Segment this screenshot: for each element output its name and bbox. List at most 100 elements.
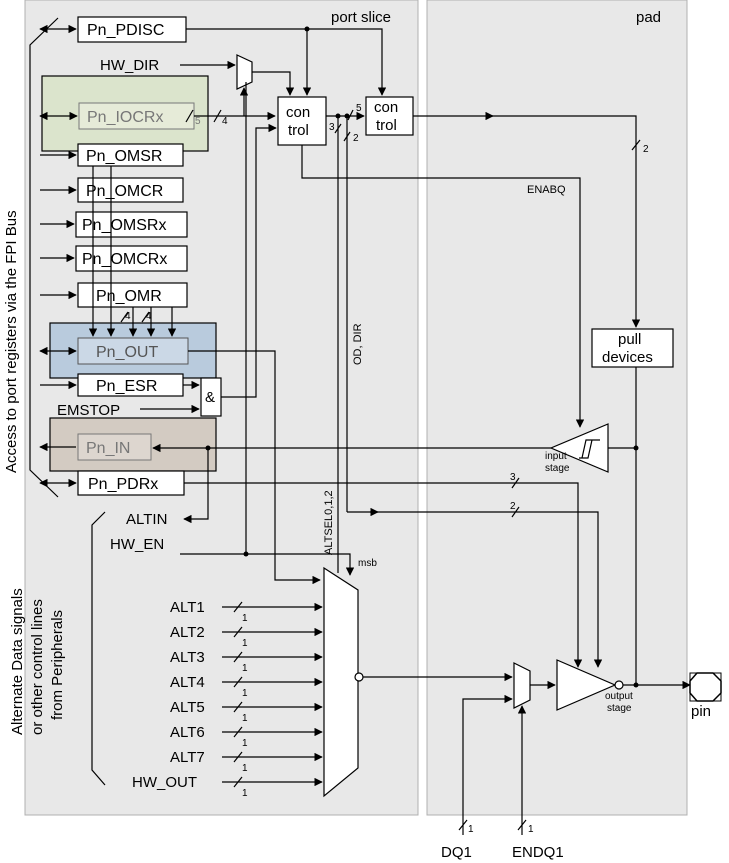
altin-label: ALTIN <box>126 511 167 528</box>
ctrl-width-b: 2 <box>353 133 359 144</box>
alt-input-label-3: ALT3 <box>170 649 205 666</box>
alt-input-label-1: ALT1 <box>170 599 205 616</box>
output-mux <box>513 662 531 709</box>
iocr-width-a: 5 <box>195 116 201 127</box>
and-gate-label: & <box>205 389 215 406</box>
alt-input-slash-2 <box>233 626 243 638</box>
control-block-2-line-2: trol <box>376 117 397 134</box>
pad-top-slash <box>631 139 641 151</box>
pull-devices-line-2: devices <box>602 349 653 366</box>
control-block-1-line-2: trol <box>288 122 309 139</box>
od-dir-label: OD, DIR <box>352 323 364 365</box>
pdr-slash-b <box>511 506 520 518</box>
omr-width-b: 4 <box>146 311 152 322</box>
in-register-label: Pn_IN <box>86 440 130 457</box>
alt-input-width-7: 1 <box>242 763 248 774</box>
endq1-width: 1 <box>528 824 534 835</box>
altsel-label: ALTSEL0,1,2 <box>323 490 335 555</box>
input-stage-line-2: stage <box>545 463 570 474</box>
pull-devices-line-1: pull <box>618 331 641 348</box>
pdisc-register-label: Pn_PDISC <box>87 22 164 39</box>
omr-slash-a <box>120 311 129 323</box>
alternate-label-3: from Peripherals <box>49 610 66 720</box>
pdisc-register-box <box>77 16 187 43</box>
ctrl-slash-c <box>347 109 354 121</box>
alternate-label-1: Alternate Data signals <box>9 588 26 735</box>
ctrl-slash-a <box>334 123 342 134</box>
omr-register-box <box>77 282 188 308</box>
mux-to-control1 <box>252 71 295 96</box>
omcr-register-label: Pn_OMCR <box>86 183 163 200</box>
ctrl-width-c: 5 <box>356 103 362 114</box>
alt-input-slash-7 <box>233 751 243 763</box>
out-to-alt-mux <box>188 350 321 585</box>
alternate-label-2: or other control lines <box>29 599 46 735</box>
alt-input-slash-5 <box>233 701 243 713</box>
alt-input-width-3: 1 <box>242 663 248 674</box>
control-block-2 <box>365 96 414 136</box>
control-block-1 <box>277 96 327 146</box>
alt-input-slash-6 <box>233 726 243 738</box>
direction-mux <box>236 54 253 90</box>
endq1-slash <box>517 819 527 831</box>
iocr-slash-a <box>185 109 194 123</box>
hw-en-junction <box>243 551 249 557</box>
altin-wire <box>183 448 209 524</box>
pin-pad-outline <box>689 672 722 702</box>
alt-inputs: ALT11ALT21ALT31ALT41ALT51ALT61ALT71HW_OU… <box>132 599 323 799</box>
output-stage-line-2: stage <box>607 703 632 714</box>
omcrx-register-box <box>75 245 188 272</box>
dq1-wire <box>462 694 513 835</box>
alt-input-slash-8 <box>233 776 243 788</box>
alt-input-width-1: 1 <box>242 613 248 624</box>
hw-en-label: HW_EN <box>110 536 164 553</box>
pin-pad <box>689 672 722 702</box>
alt-mux <box>323 566 359 798</box>
pad-label: pad <box>636 9 661 26</box>
esr-register-label: Pn_ESR <box>96 378 157 395</box>
pin-node-junction <box>633 682 639 688</box>
iocr-slash-b <box>213 109 222 123</box>
pdisc-to-control2 <box>307 28 387 96</box>
out-register-box <box>77 337 189 365</box>
pull-devices-block <box>591 328 674 368</box>
ctrl-slash-b <box>343 131 351 142</box>
alt-input-slash-1 <box>233 601 243 613</box>
omsrx-register-box <box>75 211 188 238</box>
alt-input-label-4: ALT4 <box>170 674 205 691</box>
alt-input-slash-4 <box>233 676 243 688</box>
omcrx-register-label: Pn_OMCRx <box>82 251 167 268</box>
schmitt-symbol <box>579 439 600 459</box>
dq1-width: 1 <box>468 824 474 835</box>
hw-en-wire <box>180 553 355 576</box>
alternate-brace <box>91 511 106 786</box>
dq1-label: DQ1 <box>441 844 472 861</box>
omr-width-a: 4 <box>125 311 131 322</box>
iocr-width-b: 4 <box>222 116 228 127</box>
port-slice-label: port slice <box>331 9 391 26</box>
iocrx-register-box <box>78 102 195 130</box>
alt-mux-output-bubble <box>354 672 364 682</box>
msb-label: msb <box>358 558 377 569</box>
fpi-access-label: Access to port registers via the FPI Bus <box>3 210 20 473</box>
alt-input-label-5: ALT5 <box>170 699 205 716</box>
pdr-slash-a <box>511 477 520 489</box>
alt-input-slash-3 <box>233 651 243 663</box>
pdr-width-a: 3 <box>510 472 516 483</box>
and-to-control <box>221 123 277 398</box>
pdrx-register-label: Pn_PDRx <box>88 476 158 493</box>
pdrx-to-output-a <box>184 482 583 668</box>
out-register-label: Pn_OUT <box>96 344 158 361</box>
dq1-slash <box>458 819 468 831</box>
input-stage-line-1: input <box>545 451 567 462</box>
omsr-register-box <box>77 143 184 167</box>
alt-input-label-6: ALT6 <box>170 724 205 741</box>
alt-input-label-7: ALT7 <box>170 749 205 766</box>
control-block-2-line-1: con <box>374 99 398 116</box>
pdrx-to-output-b <box>347 511 603 668</box>
omsrx-register-label: Pn_OMSRx <box>82 217 166 234</box>
alt-input-width-4: 1 <box>242 688 248 699</box>
alt-input-width-8: 1 <box>242 788 248 799</box>
output-stage-buffer <box>556 659 617 711</box>
